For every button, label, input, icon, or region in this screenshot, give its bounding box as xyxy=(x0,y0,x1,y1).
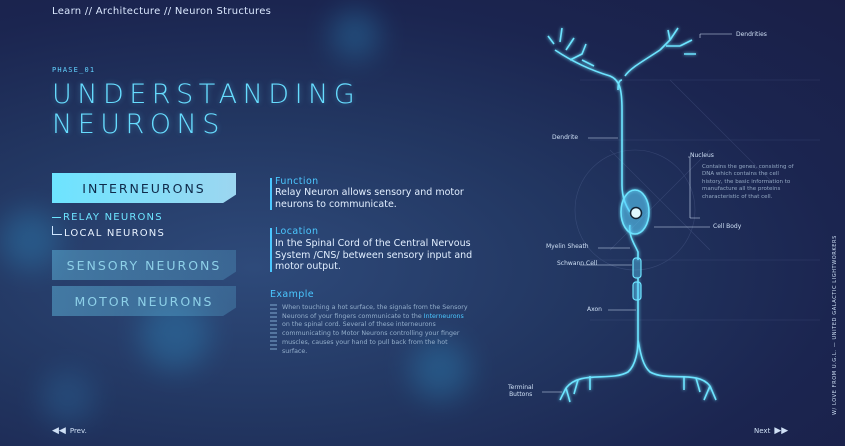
nucleus xyxy=(629,206,643,220)
title-line-1: UNDERSTANDING xyxy=(52,79,361,110)
nucleus-description: Contains the genes, consisting of DNA wh… xyxy=(702,164,794,200)
label-schwann-cell: Schwann Cell xyxy=(557,260,598,267)
example-text-2: on the spinal cord. Several of these int… xyxy=(282,321,460,355)
tree-connector xyxy=(52,226,62,235)
label-axon: Axon xyxy=(587,306,602,313)
label-cell-body: Cell Body xyxy=(713,223,742,230)
chevron-left-icon: ◀◀ xyxy=(52,426,66,436)
title-line-2: NEURONS xyxy=(52,109,225,140)
example-body: When touching a hot surface, the signals… xyxy=(282,304,472,356)
next-label: Next xyxy=(754,427,771,435)
chevron-right-icon: ▶▶ xyxy=(774,426,789,436)
label-myelin-sheath: Myelin Sheath xyxy=(546,243,589,250)
example-highlight: Interneurons xyxy=(423,312,464,320)
function-body: Relay Neuron allows sensory and motor ne… xyxy=(275,187,464,210)
label-terminal-line1: Terminal xyxy=(508,384,534,391)
function-accent-bar xyxy=(270,178,272,210)
sensory-neurons-button[interactable]: SENSORY NEURONS xyxy=(52,250,236,280)
neuron-diagram xyxy=(542,27,820,403)
next-button[interactable]: Next ▶▶ xyxy=(754,426,788,436)
relay-neurons-label: RELAY NEURONS xyxy=(63,212,163,223)
label-terminal-buttons: Terminal Buttons xyxy=(508,384,533,398)
tree-connector xyxy=(52,216,61,218)
location-accent-bar xyxy=(270,228,272,272)
myelin-sheath-2 xyxy=(632,281,642,301)
page-title: UNDERSTANDING NEURONS xyxy=(52,80,360,140)
example-heading: Example xyxy=(270,289,315,300)
example-stripe-decoration xyxy=(270,304,277,352)
breadcrumb: Learn // Architecture // Neuron Structur… xyxy=(52,6,272,17)
prev-button[interactable]: ◀◀ Prev. xyxy=(52,426,87,436)
side-credit-text: W/ LOVE FROM U.G.L. — UNITED GALACTIC LI… xyxy=(832,235,838,415)
label-nucleus: Nucleus xyxy=(690,152,714,159)
location-heading: Location xyxy=(275,226,319,237)
function-heading: Function xyxy=(275,176,319,187)
interneurons-button[interactable]: INTERNEURONS xyxy=(52,173,236,203)
phase-label: PHASE_01 xyxy=(52,66,96,74)
motor-neurons-button[interactable]: MOTOR NEURONS xyxy=(52,286,236,316)
local-neurons-link[interactable]: LOCAL NEURONS xyxy=(52,226,166,239)
label-terminal-line2: Buttons xyxy=(509,391,533,398)
label-lines xyxy=(542,33,732,393)
relay-neurons-link[interactable]: RELAY NEURONS xyxy=(52,212,163,223)
local-neurons-label: LOCAL NEURONS xyxy=(64,228,166,239)
background-grid xyxy=(574,79,820,321)
myelin-sheath-1 xyxy=(632,257,642,279)
prev-label: Prev. xyxy=(69,427,87,435)
label-dendrite: Dendrite xyxy=(552,134,579,141)
location-body: In the Spinal Cord of the Central Nervou… xyxy=(275,238,473,272)
label-dendrites: Dendrities xyxy=(736,31,767,38)
example-text-1: When touching a hot surface, the signals… xyxy=(282,304,468,320)
